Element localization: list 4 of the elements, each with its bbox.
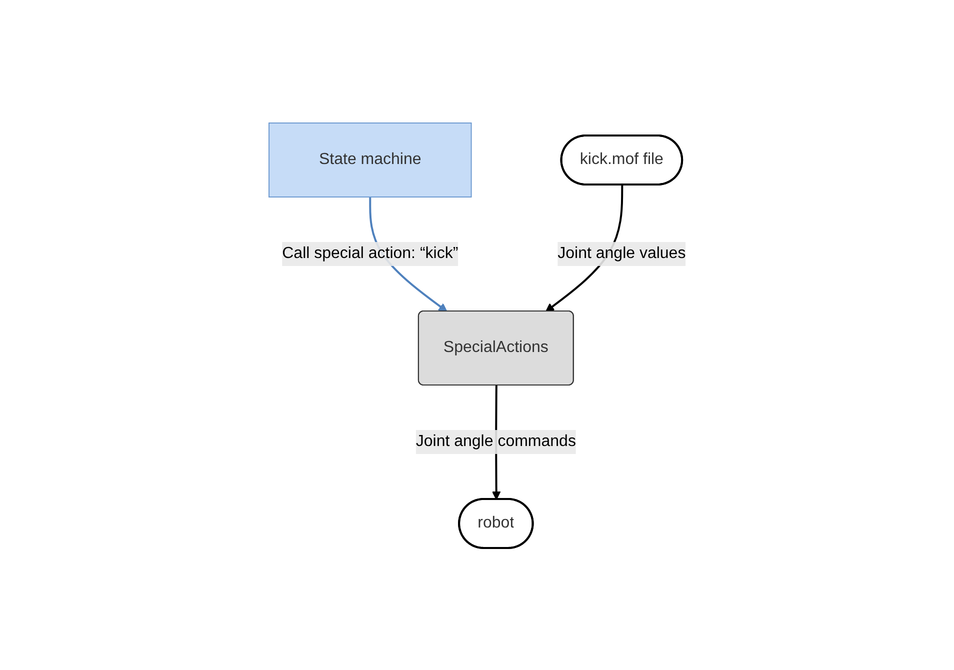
- edge-label: Joint angle commands: [416, 432, 576, 450]
- edge-label: Joint angle values: [557, 244, 686, 262]
- edge-label: Call special action: “kick”: [282, 244, 458, 262]
- node-box: State machine: [268, 122, 472, 197]
